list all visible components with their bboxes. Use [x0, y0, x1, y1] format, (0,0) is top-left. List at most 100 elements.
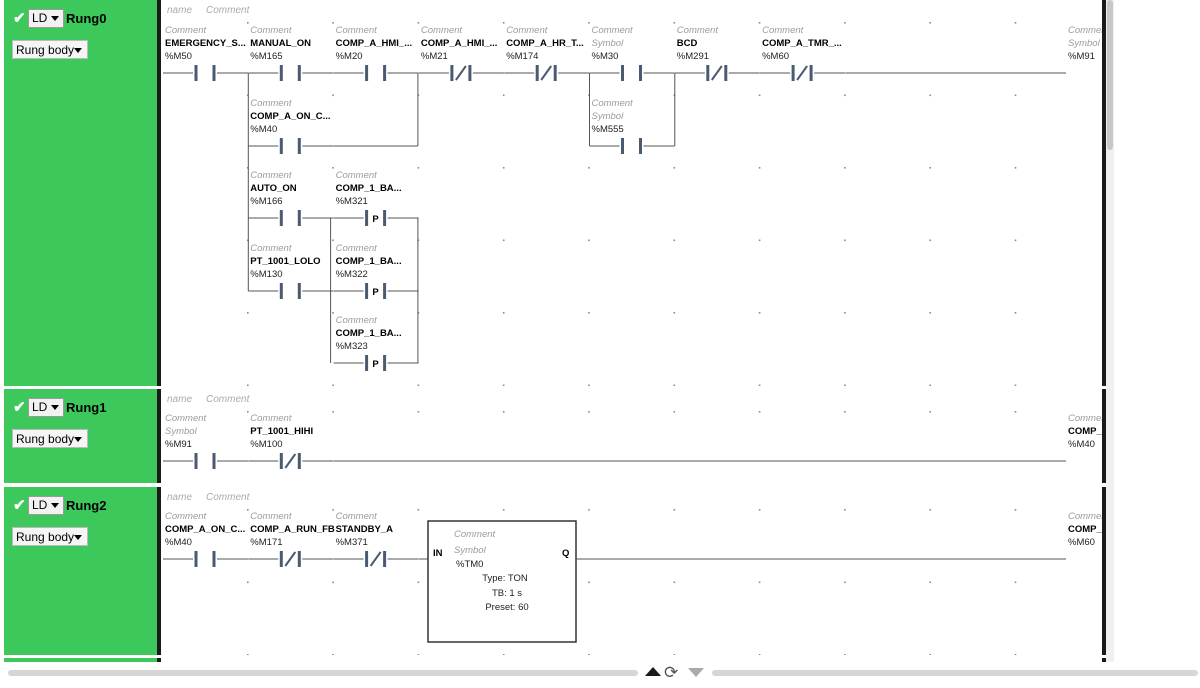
- rung-title: Rung0: [66, 11, 107, 26]
- contact-address: %M40: [250, 124, 277, 135]
- grid-dot: [247, 312, 249, 314]
- grid-dot: [844, 384, 846, 386]
- coil-comment: Comment: [1068, 25, 1102, 36]
- grid-dot: [417, 94, 420, 97]
- grid-dot: [417, 22, 420, 24]
- vertical-scrollbar-thumb[interactable]: [1107, 0, 1113, 150]
- enabled-check-icon[interactable]: ✔: [13, 399, 26, 416]
- grid-dot: [332, 581, 334, 584]
- grid-dot: [844, 167, 846, 169]
- chevron-down-icon: [74, 535, 82, 540]
- grid-dot: [502, 167, 505, 169]
- coil-symbol: Symbol: [1068, 38, 1101, 49]
- coil-comment: Comment: [1068, 413, 1102, 424]
- scroll-up-icon[interactable]: [645, 667, 661, 676]
- chevron-down-icon: [51, 503, 59, 508]
- horizontal-scrollbar-right[interactable]: [712, 670, 1198, 676]
- grid-dot: [1014, 509, 1017, 511]
- grid-dot: [929, 167, 931, 169]
- grid-dot: [758, 239, 761, 242]
- language-label: LD: [32, 400, 48, 414]
- grid-dot: [502, 411, 505, 413]
- contact-symbol: PT_1001_LOLO: [250, 256, 320, 267]
- coil-address: %M91: [1068, 51, 1095, 62]
- timer-preset: Preset: 60: [485, 602, 528, 613]
- enabled-check-icon[interactable]: ✔: [13, 10, 26, 27]
- contact-symbol: AUTO_ON: [250, 183, 296, 194]
- contact-comment: Comment: [336, 243, 378, 254]
- grid-dot: [332, 22, 334, 24]
- contact-symbol: COMP_1_BA...: [336, 328, 402, 339]
- language-dropdown[interactable]: LD: [28, 398, 64, 417]
- grid-dot: [247, 22, 249, 24]
- grid-dot: [332, 411, 334, 413]
- grid-dot: [844, 509, 846, 511]
- contact-symbol: EMERGENCY_S...: [165, 38, 246, 49]
- grid-dot: [1014, 312, 1017, 314]
- rung-body-dropdown[interactable]: Rung body: [12, 40, 88, 59]
- language-label: LD: [32, 498, 48, 512]
- contact-comment: Comment: [250, 25, 292, 36]
- refresh-icon[interactable]: ⟳: [664, 663, 679, 682]
- rung-2-sidebar: ✔ LD Rung2 Rung body: [4, 487, 157, 655]
- grid-dot: [758, 509, 761, 511]
- contact-comment: Comment: [506, 25, 548, 36]
- vertical-scrollbar[interactable]: [1106, 0, 1114, 662]
- contact-comment: Comment: [592, 25, 634, 36]
- grid-dot: [502, 22, 505, 24]
- scroll-down-icon[interactable]: [688, 668, 704, 677]
- grid-dot: [588, 239, 590, 242]
- language-dropdown[interactable]: LD: [28, 496, 64, 515]
- contact-address: %M60: [762, 51, 789, 62]
- contact-address: %M40: [165, 537, 192, 548]
- grid-dot: [247, 411, 249, 413]
- grid-dot: [588, 384, 590, 386]
- rung-body-dropdown[interactable]: Rung body: [12, 527, 88, 546]
- grid-dot: [332, 167, 334, 169]
- language-dropdown[interactable]: LD: [28, 9, 64, 28]
- contact-address: %M21: [421, 51, 448, 62]
- enabled-check-icon[interactable]: ✔: [13, 497, 26, 514]
- rung-title: Rung2: [66, 498, 107, 513]
- grid-dot: [1014, 239, 1017, 242]
- contact-comment: Comment: [421, 25, 463, 36]
- contact-symbol: COMP_A_TMR_...: [762, 38, 842, 49]
- grid-dot: [758, 167, 761, 169]
- horizontal-scrollbar-left[interactable]: [8, 670, 638, 676]
- contact-comment: Comment: [250, 170, 292, 181]
- grid-dot: [502, 94, 505, 97]
- rung-body-label: Rung body: [16, 530, 75, 544]
- contact-address: %M171: [250, 537, 282, 548]
- rung-body-dropdown[interactable]: Rung body: [12, 429, 88, 448]
- grid-dot: [417, 581, 420, 584]
- contact-address: %M165: [250, 51, 282, 62]
